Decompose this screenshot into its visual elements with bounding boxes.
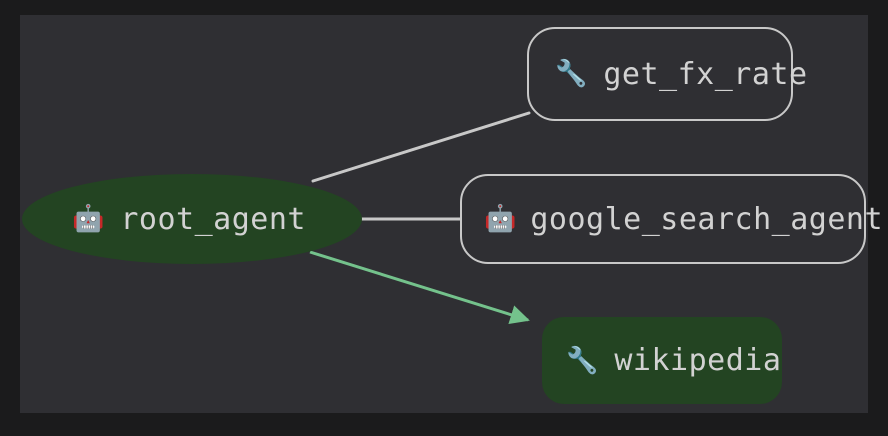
graph-node-label: root_agent (120, 201, 306, 237)
graph-node-google-search-agent[interactable]: 🤖 google_search_agent (460, 174, 883, 264)
robot-icon: 🤖 (72, 204, 105, 234)
graph-node-get-fx-rate[interactable]: 🔧 get_fx_rate (527, 27, 807, 121)
graph-node-label: google_search_agent (530, 201, 884, 237)
wrench-icon: 🔧 (566, 345, 599, 376)
graph-node-wikipedia[interactable]: 🔧 wikipedia (542, 317, 782, 404)
graph-node-root-agent[interactable]: 🤖 root_agent (22, 174, 362, 264)
wrench-icon: 🔧 (555, 59, 588, 89)
graph-node-label: get_fx_rate (603, 56, 808, 92)
robot-icon: 🤖 (484, 204, 517, 234)
graph-node-label: wikipedia (614, 343, 782, 378)
